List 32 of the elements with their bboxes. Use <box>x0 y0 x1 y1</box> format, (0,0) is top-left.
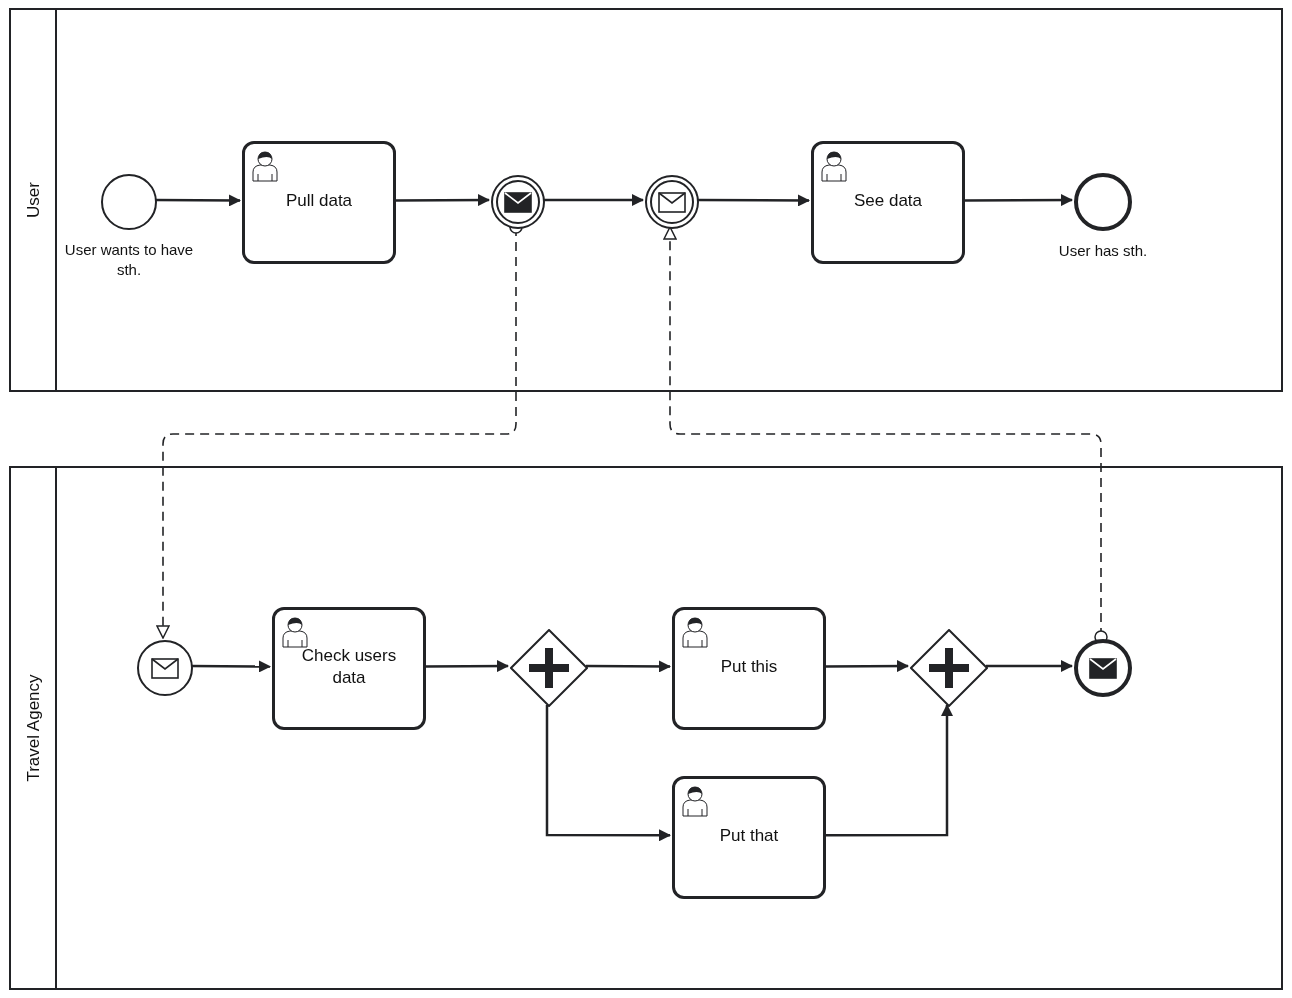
swimlane-pool <box>9 8 1283 392</box>
sequence-flow-arrow <box>986 660 1073 672</box>
message-start-event <box>137 640 193 696</box>
user-task-box <box>272 607 426 730</box>
sequence-flow-arrow <box>963 194 1073 207</box>
sequence-flow-arrow <box>394 194 490 207</box>
sequence-flow-arrow <box>586 660 671 673</box>
user-task-box <box>672 607 826 730</box>
task-label: Pull data <box>285 189 353 212</box>
user-task-box <box>672 776 826 899</box>
message-catch-event <box>645 175 699 229</box>
user-task-box <box>811 141 965 264</box>
task-label: Check users data <box>300 644 398 689</box>
swimlane-pool <box>9 466 1283 990</box>
parallel-gateway <box>910 629 988 707</box>
task-label: Put that <box>719 824 779 847</box>
task-label: Put this <box>720 655 778 678</box>
start-event <box>101 174 157 230</box>
task-label: See data <box>853 189 923 212</box>
message-end-event <box>1074 639 1132 697</box>
parallel-gateway <box>510 629 588 707</box>
pool-label: Travel Agency <box>23 674 45 782</box>
sequence-flow-arrow <box>824 660 909 673</box>
event-label: User has sth. <box>1057 241 1149 261</box>
end-event <box>1074 173 1132 231</box>
message-throw-event <box>491 175 545 229</box>
sequence-flow-arrow <box>545 705 671 842</box>
sequence-flow-arrow <box>824 704 953 837</box>
event-label: User wants to have sth. <box>64 240 194 280</box>
sequence-flow-arrow <box>424 660 509 673</box>
pool-label: User <box>23 182 45 218</box>
user-task-box <box>242 141 396 264</box>
